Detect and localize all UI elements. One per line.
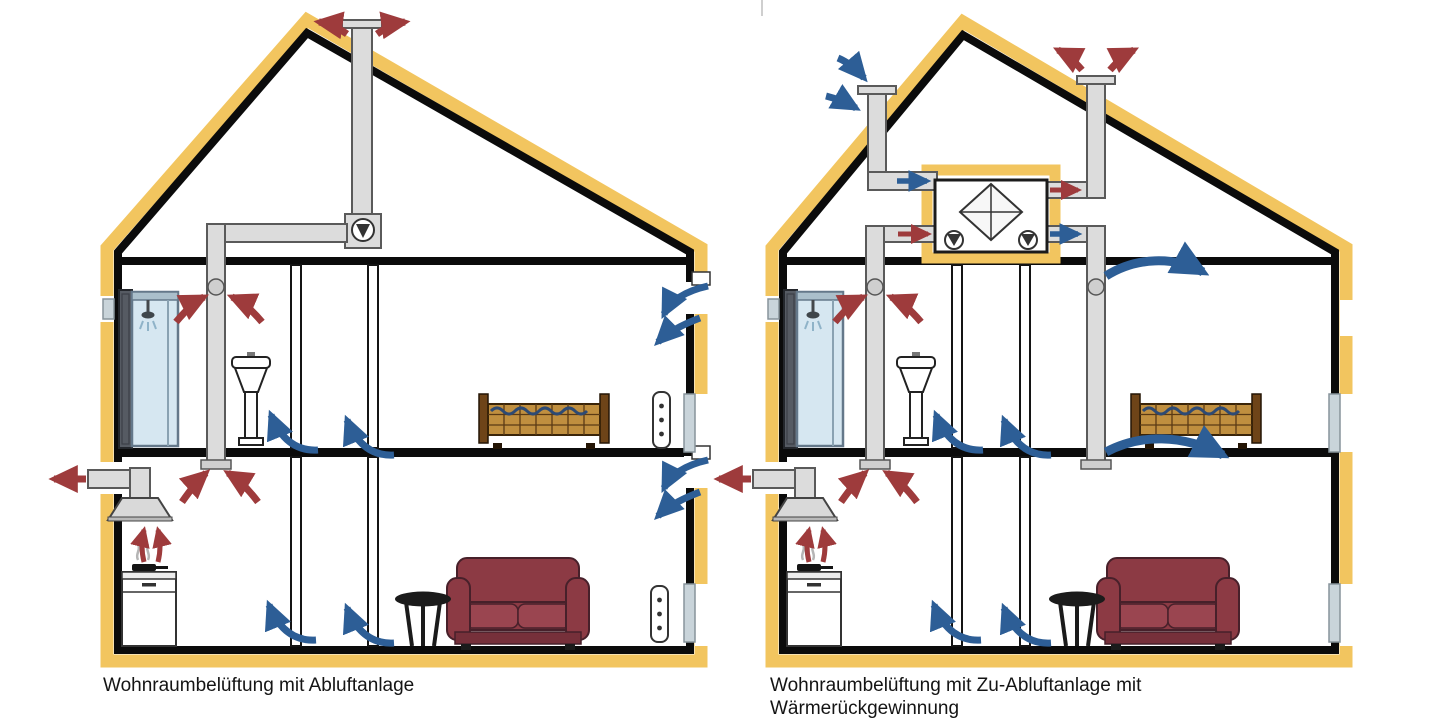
exhaust-arrow <box>173 293 210 325</box>
supply-riser-duct <box>1086 225 1106 465</box>
shower-cabin <box>795 290 845 448</box>
window <box>683 393 696 453</box>
small-window <box>767 298 780 320</box>
insulation-gap <box>1340 394 1354 452</box>
extract-riser-duct <box>206 223 226 465</box>
interior-wall <box>951 264 963 449</box>
supply-arrow <box>1103 241 1210 280</box>
caption-heat-recovery-system: Wohnraumbelüftung mit Zu-Abluftanlage mi… <box>770 674 1141 720</box>
duct-coupling <box>1087 278 1105 296</box>
intermediate-floor <box>787 448 1331 457</box>
insulation-gap <box>695 584 709 646</box>
caption-exhaust-system: Wohnraumbelüftung mit Abluftanlage <box>103 675 415 696</box>
supply-arrow <box>654 488 702 520</box>
exterior-walls-roof <box>114 27 694 654</box>
exhaust-air-arrows <box>832 46 1140 505</box>
roof-stack-cap <box>341 19 383 29</box>
interior-wall <box>367 264 379 449</box>
fan-rotor <box>947 234 961 246</box>
exhaust-arrow <box>178 469 211 505</box>
exhaust-arrow <box>882 469 920 505</box>
interior-wall <box>951 456 963 647</box>
unit-insulation-casing <box>921 164 1061 264</box>
exhaust-arrow <box>313 11 350 40</box>
shower-cabin <box>130 290 180 448</box>
window-trickle-vent <box>650 585 669 643</box>
extract-outlet <box>859 459 891 470</box>
duct-coupling <box>866 278 884 296</box>
fan-rotor <box>1021 234 1035 246</box>
exhaust-arrow <box>837 469 870 505</box>
fresh-air-arrows <box>654 282 709 520</box>
window <box>683 583 696 643</box>
fresh-air-stack-cap <box>857 85 897 95</box>
insulation-gap <box>695 394 709 452</box>
exhaust-arrow <box>226 293 265 325</box>
supply-arrow <box>825 84 861 112</box>
sofa <box>446 557 590 651</box>
supply-arrow <box>836 50 868 83</box>
caption-line-2: Wärmerückgewinnung <box>770 698 960 719</box>
supply-outlet <box>1080 459 1112 470</box>
exhaust-arrow <box>223 469 261 505</box>
fresh-air-arrows <box>825 50 1230 460</box>
intermediate-floor <box>122 448 686 457</box>
exhaust-arrow <box>1052 46 1086 74</box>
sofa <box>1096 557 1240 651</box>
exhaust-arrow <box>885 293 924 325</box>
exhaust-stack-cap <box>1076 75 1116 85</box>
attic-floor <box>122 257 686 265</box>
attic-duct-horizontal <box>211 223 348 243</box>
extract-riser-duct <box>865 225 885 465</box>
fan-rotor <box>356 224 370 238</box>
heat-recovery-duct-system <box>857 75 1116 470</box>
supply-arrow <box>660 282 709 320</box>
interior-wall <box>1019 456 1031 647</box>
window-trickle-vent <box>652 391 671 449</box>
interior-wall <box>367 456 379 647</box>
window <box>1328 393 1341 453</box>
image-seam-line <box>761 0 763 16</box>
exhaust-stack-pipe <box>1086 83 1106 199</box>
supply-arrow <box>1103 425 1230 460</box>
supply-arrow <box>660 456 709 494</box>
duct-coupling <box>207 278 225 296</box>
roof-stack-pipe <box>351 27 373 217</box>
house-heat-recovery-system <box>719 13 1354 668</box>
caption-line-1: Wohnraumbelüftung mit Zu-Abluftanlage mi… <box>770 675 1142 696</box>
insulation-gap <box>1340 584 1354 646</box>
interior-wall <box>290 264 302 449</box>
insulation-gap <box>1340 300 1354 336</box>
exhaust-arrow <box>832 293 869 325</box>
exhaust-arrow <box>374 11 411 40</box>
bathroom-door <box>118 289 133 449</box>
extract-outlet <box>200 459 232 470</box>
exhaust-air-arrows <box>173 11 411 505</box>
window <box>1328 583 1341 643</box>
interior-wall <box>1019 264 1031 449</box>
exhaust-arrow <box>1106 46 1140 74</box>
bathroom-door <box>783 289 798 449</box>
small-window <box>102 298 115 320</box>
interior-wall <box>290 456 302 647</box>
house-exhaust-system <box>54 11 711 668</box>
exhaust-duct-system <box>200 19 383 470</box>
supply-arrow <box>654 314 702 346</box>
